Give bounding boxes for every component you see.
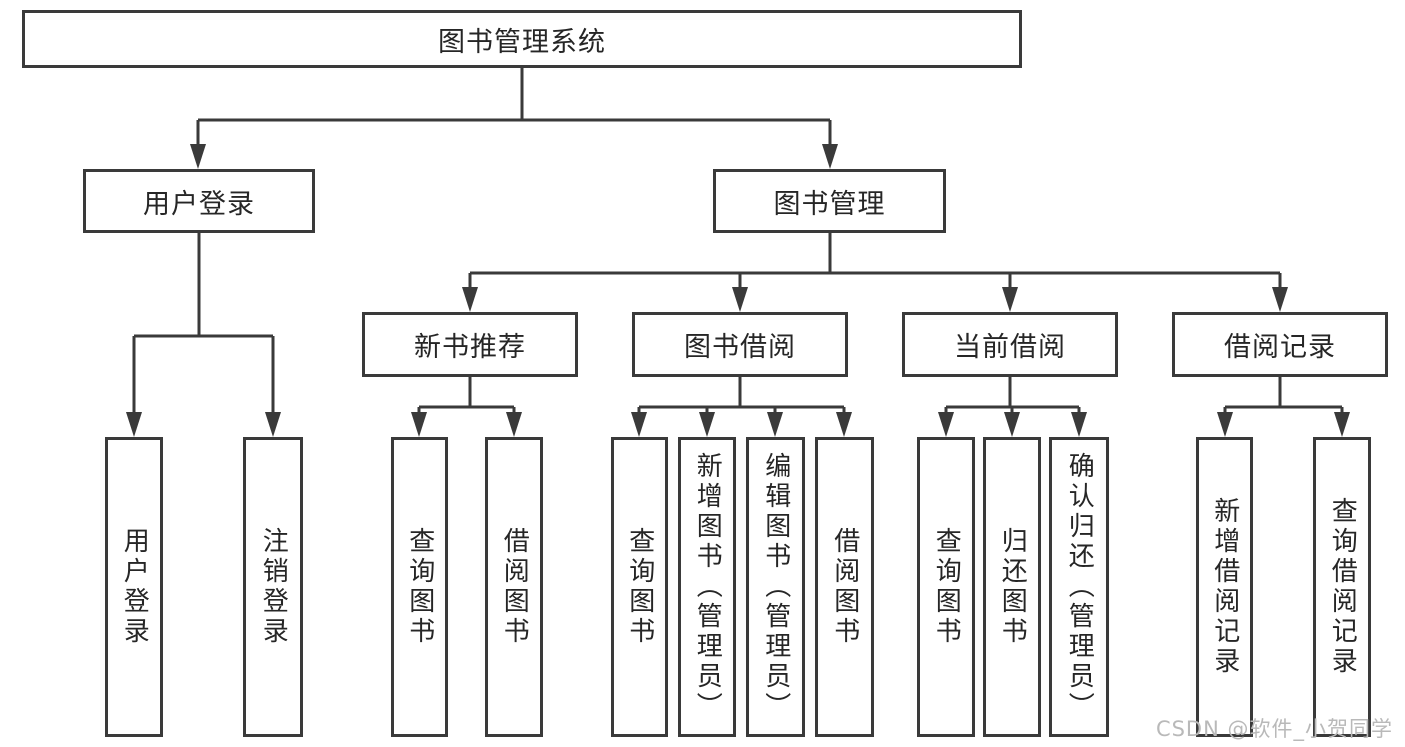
leaf-logout: 注销登录: [243, 437, 303, 737]
connector-book-mgmt-to-sections: [462, 233, 1288, 312]
leaf-records-query-borrow-record: 查询借阅记录: [1313, 437, 1371, 737]
node-root-system: 图书管理系统: [22, 10, 1022, 68]
leaf-current-confirm-return-admin: 确认归还（管理员）: [1049, 437, 1109, 737]
connector-new-book-branch: [411, 377, 522, 437]
leaf-current-query-books: 查询图书: [917, 437, 975, 737]
leaf-records-add-borrow-record: 新增借阅记录: [1196, 437, 1253, 737]
connector-root-to-level1: [190, 68, 838, 169]
leaf-borrow-edit-books-admin: 编辑图书（管理员）: [746, 437, 805, 737]
leaf-borrow-add-books-admin: 新增图书（管理员）: [678, 437, 736, 737]
connector-borrow-records-branch: [1217, 377, 1350, 437]
leaf-borrow-query-books: 查询图书: [611, 437, 668, 737]
connector-book-borrow-branch: [631, 377, 852, 437]
node-user-login: 用户登录: [83, 169, 315, 233]
node-borrow-records: 借阅记录: [1172, 312, 1388, 377]
leaf-borrow-borrow-books: 借阅图书: [815, 437, 874, 737]
leaf-newbook-borrow-books: 借阅图书: [485, 437, 543, 737]
leaf-newbook-query-books: 查询图书: [391, 437, 448, 737]
csdn-watermark: CSDN @软件_小贺同学: [1155, 717, 1393, 741]
leaf-user-login: 用户登录: [105, 437, 163, 737]
node-book-management: 图书管理: [713, 169, 946, 233]
connector-current-borrow-branch: [938, 377, 1087, 437]
node-current-borrow: 当前借阅: [902, 312, 1118, 377]
connector-user-login-branch: [126, 233, 281, 437]
node-new-book-recommend: 新书推荐: [362, 312, 578, 377]
node-book-borrow: 图书借阅: [632, 312, 848, 377]
leaf-current-return-books: 归还图书: [983, 437, 1041, 737]
